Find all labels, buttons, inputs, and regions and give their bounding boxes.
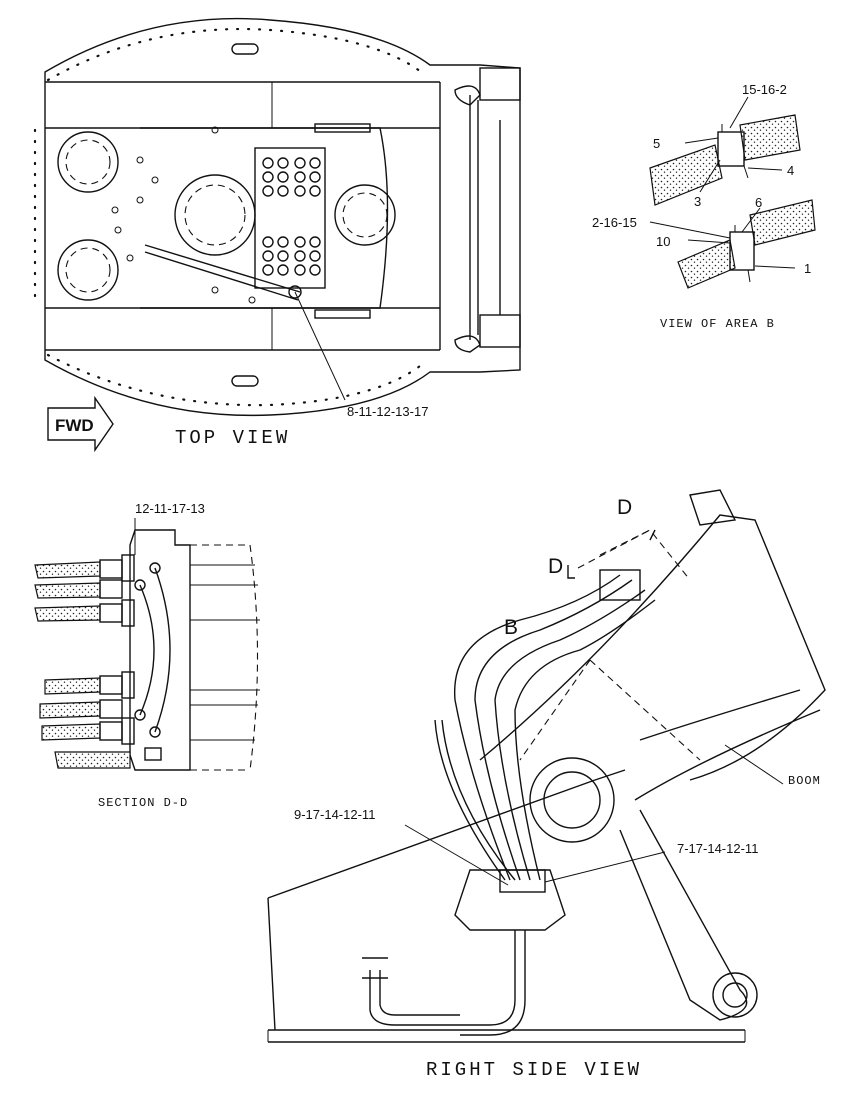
callout-10: 10 <box>656 234 670 249</box>
callout-4: 4 <box>787 163 794 178</box>
callout-1: 1 <box>804 261 811 276</box>
section-d-right: D <box>617 496 632 519</box>
top-view-drawing <box>33 17 521 417</box>
detail-b-label: B <box>504 616 518 639</box>
callout-5: 5 <box>653 136 660 151</box>
section-dd-title: SECTION D-D <box>98 796 188 810</box>
callout-right-left: 9-17-14-12-11 <box>294 807 375 822</box>
callout-top-view: 8-11-12-13-17 <box>347 404 428 419</box>
callout-right-right: 7-17-14-12-11 <box>677 841 758 856</box>
section-d-left: D <box>548 555 563 578</box>
callout-2-16-15: 2-16-15 <box>592 215 637 230</box>
callout-15-16-2: 15-16-2 <box>742 82 787 97</box>
area-b-drawing <box>649 96 816 289</box>
boom-label: BOOM <box>788 774 821 788</box>
callout-section: 12-11-17-13 <box>135 501 205 516</box>
fwd-label: FWD <box>55 416 94 435</box>
fwd-arrow-icon <box>47 395 114 453</box>
right-side-title: RIGHT SIDE VIEW <box>426 1059 642 1081</box>
top-view-title: TOP VIEW <box>175 427 290 449</box>
callout-3: 3 <box>694 194 701 209</box>
labels: TOP VIEW 8-11-12-13-17 FWD VIEW OF AREA … <box>55 82 821 1081</box>
area-b-title: VIEW OF AREA B <box>660 317 775 331</box>
callout-6: 6 <box>755 195 762 210</box>
right-side-drawing <box>267 489 826 1043</box>
section-dd-drawing <box>34 518 260 771</box>
